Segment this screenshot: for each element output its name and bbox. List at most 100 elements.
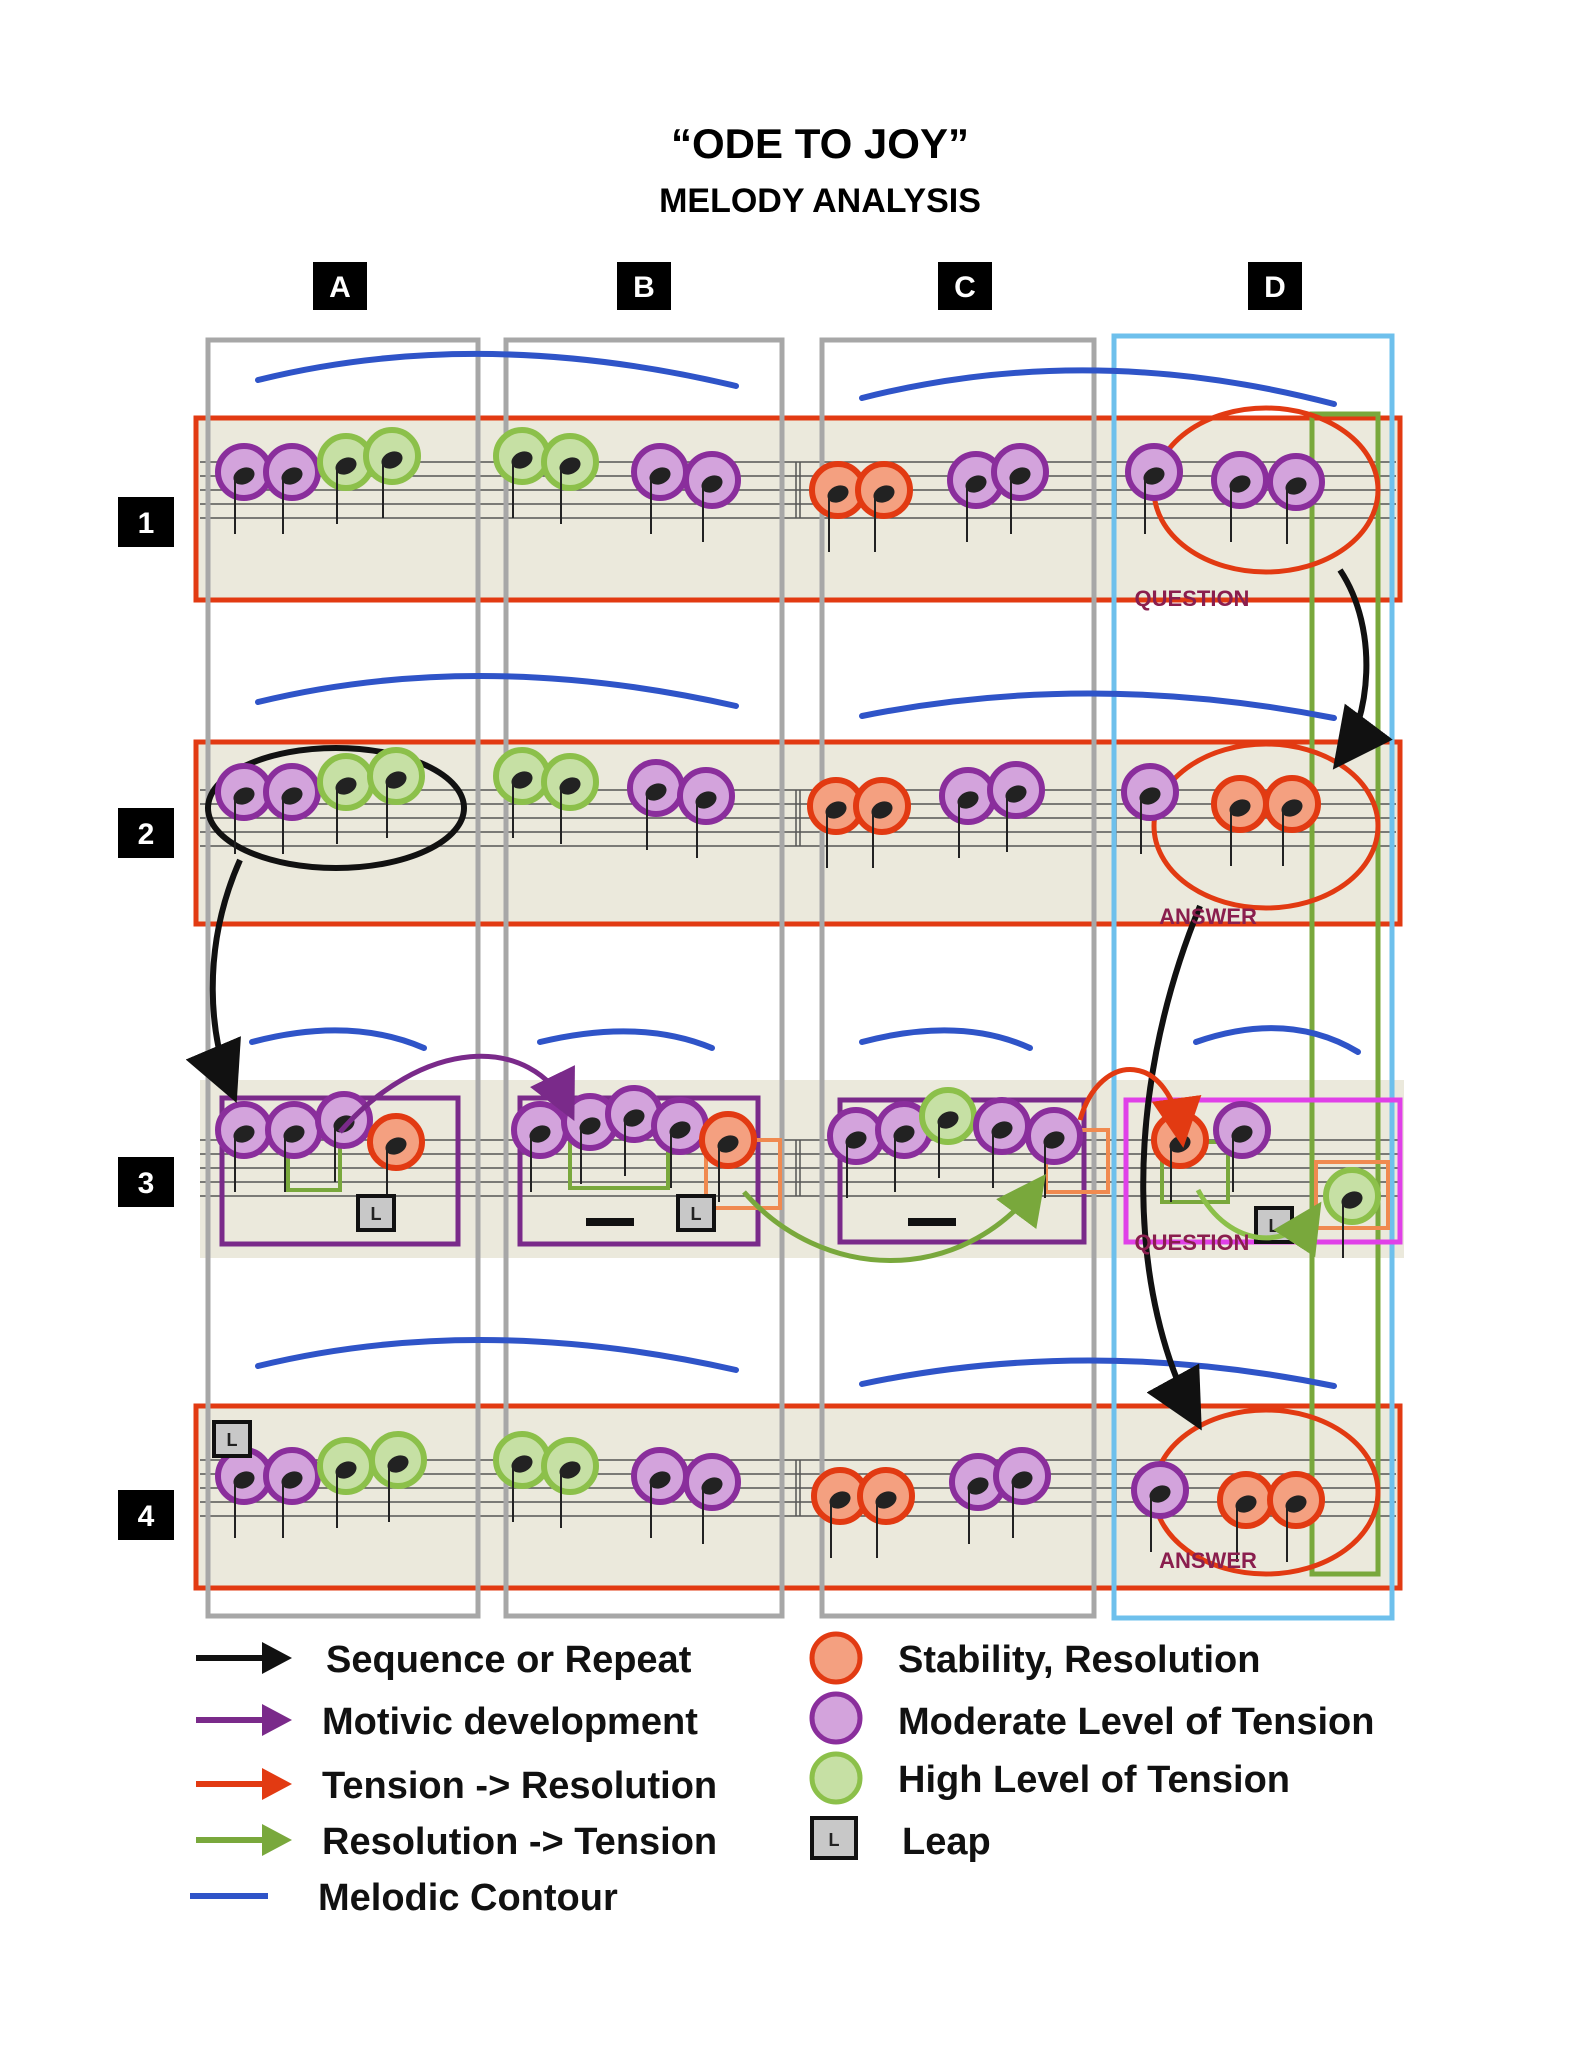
note — [1211, 451, 1269, 542]
svg-text:A: A — [329, 271, 351, 304]
note — [263, 443, 321, 534]
note — [363, 427, 421, 518]
answer-ellipse-row2 — [1151, 741, 1381, 911]
row-label-2: 2 — [118, 808, 174, 858]
legend-item-leap: L Leap — [810, 1816, 991, 1863]
row-label-4: 4 — [118, 1490, 174, 1540]
column-label-b: B — [617, 262, 671, 310]
note — [919, 1087, 977, 1178]
label-question-row3: QUESTION — [1135, 1230, 1250, 1255]
note — [369, 1431, 427, 1522]
legend-item-stability: Stability, Resolution — [809, 1631, 1260, 1685]
legend-item-high: High Level of Tension — [809, 1751, 1290, 1805]
cadence-column-frame — [1309, 411, 1381, 1577]
rest-c3 — [908, 1218, 956, 1226]
legend-item-tension-resolution: Tension -> Resolution — [196, 1765, 717, 1807]
column-label-a: A — [313, 262, 367, 310]
leap-mark-a4: L — [212, 1420, 252, 1458]
arrow-sequence-d2-d4 — [1140, 904, 1203, 1431]
svg-text:D: D — [1264, 271, 1286, 304]
note — [855, 461, 913, 552]
row-label-3: 3 — [118, 1157, 174, 1207]
note — [1267, 1471, 1325, 1562]
arrow-resolution-b3-c3 — [742, 1173, 1046, 1263]
note — [1323, 1167, 1381, 1258]
note — [683, 451, 741, 542]
note — [987, 761, 1045, 852]
svg-text:L: L — [227, 1430, 238, 1450]
note — [1267, 453, 1325, 544]
column-frame-a — [205, 337, 481, 1619]
legend-item-contour: Melodic Contour — [190, 1877, 618, 1919]
arrow-motivic-a3-b3 — [338, 1053, 575, 1134]
svg-text:L: L — [371, 1204, 382, 1224]
note — [1213, 1101, 1271, 1192]
note — [991, 443, 1049, 534]
svg-text:L: L — [691, 1204, 702, 1224]
highlight-box-d3-orange — [1314, 1160, 1390, 1230]
column-label-d: D — [1248, 262, 1302, 310]
arrow-resolution-d3 — [1195, 1188, 1322, 1258]
note — [699, 1111, 757, 1202]
svg-text:Motivic development: Motivic development — [322, 1701, 698, 1743]
legend: Sequence or Repeat Motivic development T… — [190, 1631, 1374, 1919]
svg-text:Resolution -> Tension: Resolution -> Tension — [322, 1821, 717, 1863]
svg-text:L: L — [1269, 1216, 1280, 1236]
note — [1131, 1461, 1189, 1552]
note — [1263, 775, 1321, 866]
note — [651, 1097, 709, 1188]
row-label-1: 1 — [118, 497, 174, 547]
note — [215, 763, 273, 854]
legend-item-moderate: Moderate Level of Tension — [809, 1691, 1374, 1745]
note — [1025, 1107, 1083, 1198]
svg-text:Tension -> Resolution: Tension -> Resolution — [322, 1765, 717, 1807]
note — [853, 777, 911, 868]
column-frame-c — [819, 337, 1097, 1619]
note — [1121, 763, 1179, 854]
svg-text:3: 3 — [138, 1167, 155, 1200]
label-question-row1: QUESTION — [1135, 586, 1250, 611]
legend-item-sequence: Sequence or Repeat — [196, 1639, 692, 1681]
note — [677, 767, 735, 858]
note — [367, 1113, 425, 1204]
diagram-subtitle: MELODY ANALYSIS — [659, 182, 981, 220]
notes-layer — [215, 427, 1381, 1562]
note — [263, 1447, 321, 1538]
svg-text:Sequence or Repeat: Sequence or Repeat — [326, 1639, 692, 1681]
note — [367, 747, 425, 838]
arrow-tension-c3-d3 — [1077, 1067, 1202, 1148]
leap-mark-b3: L — [676, 1194, 716, 1232]
svg-text:Stability, Resolution: Stability, Resolution — [898, 1639, 1260, 1681]
svg-text:C: C — [954, 271, 976, 304]
melodic-contours — [249, 350, 1361, 1389]
note — [315, 1091, 373, 1182]
note — [631, 443, 689, 534]
leap-mark-a3: L — [356, 1194, 396, 1232]
note — [541, 753, 599, 844]
svg-text:4: 4 — [138, 1500, 155, 1533]
column-frame-d — [1111, 333, 1395, 1621]
note — [993, 1447, 1051, 1538]
note — [1125, 443, 1183, 534]
note — [541, 1437, 599, 1528]
arrow-sequence-a2-a3 — [185, 858, 243, 1104]
legend-item-motivic: Motivic development — [196, 1701, 698, 1743]
note — [973, 1097, 1031, 1188]
label-answer-row2: ANSWER — [1159, 904, 1257, 929]
svg-text:1: 1 — [138, 507, 155, 540]
note — [541, 433, 599, 524]
column-frame-b — [503, 337, 785, 1619]
note — [493, 427, 551, 518]
motive-ellipse-a2 — [205, 745, 467, 871]
svg-text:L: L — [829, 1830, 840, 1850]
svg-text:Melodic Contour: Melodic Contour — [318, 1877, 618, 1919]
diagram-title: “ODE TO JOY” — [671, 120, 969, 167]
note — [857, 1467, 915, 1558]
svg-text:Leap: Leap — [902, 1821, 991, 1863]
svg-text:Moderate Level of Tension: Moderate Level of Tension — [898, 1701, 1374, 1743]
note — [809, 461, 867, 552]
svg-text:2: 2 — [138, 818, 155, 851]
note — [263, 763, 321, 854]
svg-text:High Level of Tension: High Level of Tension — [898, 1759, 1290, 1801]
